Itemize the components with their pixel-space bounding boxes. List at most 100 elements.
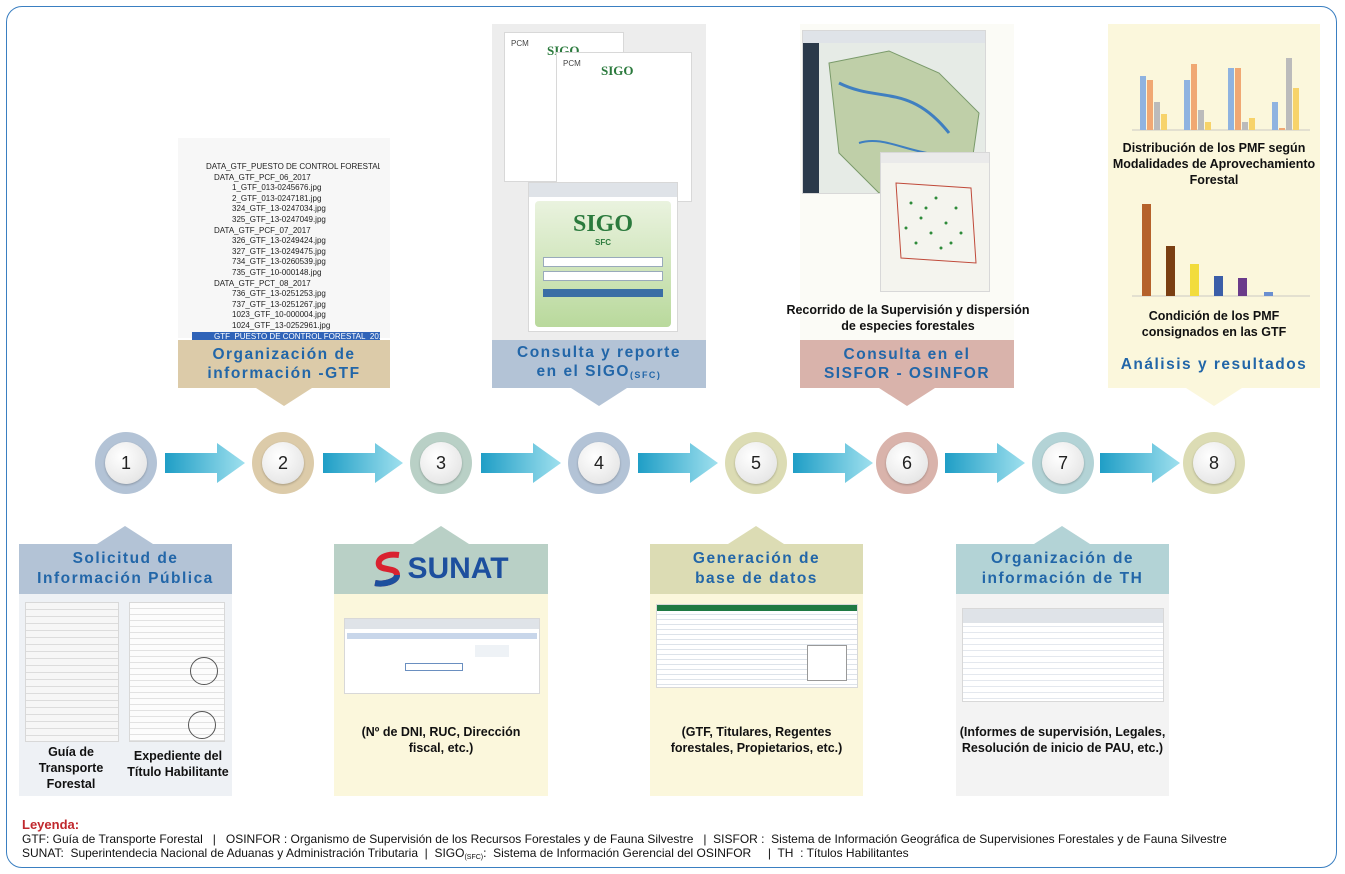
file-tree-item: 325_GTF_13-0247049.jpg — [232, 214, 326, 224]
browser-toolbar — [345, 619, 539, 629]
browser-toolbar — [529, 183, 677, 197]
flow-arrow-icon — [793, 443, 873, 483]
sigo-logo: SIGO — [572, 211, 634, 237]
file-tree-item: DATA_GTF_PUESTO DE CONTROL FORESTAL_2017 — [206, 162, 380, 171]
step-4-label-line-1: Consulta y reporte — [517, 344, 681, 361]
step-7-label: Organización de información de TH — [956, 544, 1169, 594]
step-7-panel: (Informes de supervisión, Legales, Resol… — [956, 594, 1169, 796]
chart-bar — [1214, 276, 1223, 296]
step-5-pointer — [728, 526, 784, 544]
expediente-document-scan — [129, 602, 225, 742]
official-stamp-icon — [188, 711, 216, 739]
sunat-query-window — [344, 618, 540, 694]
file-tree-item: DATA_GTF_PCF_06_2017 — [214, 172, 311, 182]
chart-bar — [1242, 122, 1248, 130]
step-6-number: 6 — [886, 442, 928, 484]
step-5-label-line-1: Generación de — [692, 550, 821, 567]
step-8-caption-2: Condición de los PMF consignados en las … — [1141, 309, 1287, 339]
map-river — [838, 81, 951, 134]
file-tree-item: 327_GTF_13-0249475.jpg — [232, 246, 326, 256]
chart-bar — [1228, 68, 1234, 130]
step-1-panel: Guía de Transporte Forestal Expediente d… — [19, 594, 232, 796]
chart-bar — [1190, 264, 1199, 296]
step-2-pointer — [256, 388, 312, 406]
pcm-logo: PCM — [511, 39, 529, 48]
step-8-label-line-1: Análisis y resultados — [1120, 355, 1308, 373]
th-file-explorer — [962, 608, 1164, 702]
step-6-pointer — [879, 388, 935, 406]
file-tree-item: 736_GTF_13-0251253.jpg — [232, 289, 326, 299]
step-1-pointer — [97, 526, 153, 544]
chart-bar — [1184, 80, 1190, 130]
step-2-panel: DATA_GTF_PUESTO DE CONTROL FORESTAL_2017… — [178, 138, 390, 343]
map-sidebar — [803, 43, 819, 193]
legend-title: Leyenda: — [22, 817, 80, 832]
chart-bar — [1147, 80, 1153, 130]
file-tree-item: 2_GTF_013-0247181.jpg — [232, 193, 322, 203]
step-4-label: Consulta y reporte en el SIGO(SFC) — [492, 340, 706, 388]
chart-bar — [1142, 204, 1151, 296]
step-3-number: 3 — [420, 442, 462, 484]
step-7-pointer — [1034, 526, 1090, 544]
step-4-circle: 4 — [568, 432, 630, 494]
step-1-caption-2: Expediente del Título Habilitante — [127, 749, 229, 779]
step-5-label: Generación de base de datos — [650, 544, 863, 594]
sigo-logo-sub: SFC — [595, 238, 611, 247]
step-3-pointer — [413, 526, 469, 544]
file-tree-item: 1_GTF_013-0245676.jpg — [232, 183, 322, 193]
chart-bar — [1166, 246, 1175, 296]
step-4-label-line-2: en el SIGO(SFC) — [536, 363, 662, 380]
chart-bar — [1198, 110, 1204, 130]
gtf-document-scan — [25, 602, 119, 742]
diagram-frame — [6, 6, 1337, 868]
chart-bar — [1205, 122, 1211, 130]
pmf-condicion-chart — [1132, 204, 1310, 297]
step-5-caption: (GTF, Titulares, Regentes forestales, Pr… — [670, 725, 843, 755]
legend-line-2: SUNAT: Superintendecia Nacional de Aduan… — [22, 846, 909, 861]
sunat-logo-text: SUNAT — [407, 552, 509, 585]
step-8-caption-1: Distribución de los PMF según Modalidade… — [1112, 141, 1316, 187]
chart-bar — [1235, 68, 1241, 130]
flow-arrow-icon — [1100, 443, 1180, 483]
sigo-login-window: SIGO SFC — [528, 182, 678, 332]
step-3-panel: SUNAT (Nº de DNI, RUC, Dirección fiscal,… — [334, 544, 548, 796]
step-8-circle: 8 — [1183, 432, 1245, 494]
login-button — [543, 289, 663, 297]
chart-bar — [1279, 128, 1285, 130]
chart-bar — [1154, 102, 1160, 130]
step-8-pointer — [1186, 388, 1242, 406]
flow-arrow-icon — [945, 443, 1025, 483]
legend: Leyenda: GTF: Guía de Transporte Foresta… — [22, 818, 1227, 865]
explorer-toolbar — [963, 609, 1163, 623]
chart-bar — [1161, 114, 1167, 130]
chart-bar — [1293, 88, 1299, 130]
step-1-label-line-2: Información Pública — [37, 570, 214, 587]
sigo-login-card: SIGO SFC — [535, 201, 671, 327]
step-6-label-line-2: SISFOR - OSINFOR — [823, 365, 991, 382]
step-6-label: Consulta en el SISFOR - OSINFOR — [800, 340, 1014, 388]
step-1-caption-1: Guía de Transporte Forestal — [38, 745, 104, 791]
step-4-pointer — [571, 388, 627, 406]
sunat-logo-band: SUNAT — [334, 544, 548, 594]
file-tree-item: DATA_GTF_PCT_08_2017 — [214, 278, 311, 288]
step-4-number: 4 — [578, 442, 620, 484]
step-5-panel: (GTF, Titulares, Regentes forestales, Pr… — [650, 594, 863, 796]
pmf-modalidades-chart — [1132, 58, 1310, 131]
chart-bar — [1249, 118, 1255, 130]
chart-bars — [1142, 204, 1273, 296]
sigo-logo-small: SIGO — [601, 63, 634, 78]
step-6-panel — [800, 24, 1014, 340]
login-input — [543, 271, 663, 281]
sunat-logo-icon — [374, 551, 401, 587]
legend-line-1: GTF: Guía de Transporte Forestal | OSINF… — [22, 832, 1227, 846]
step-3-caption: (Nº de DNI, RUC, Dirección fiscal, etc.) — [361, 725, 521, 755]
sigo-report-document: PCM SIGO — [556, 52, 692, 202]
spreadsheet-database — [656, 604, 858, 688]
pcm-logo: PCM — [563, 59, 581, 68]
step-6-caption: Recorrido de la Supervisión y dispersión… — [786, 303, 1030, 333]
step-1-circle: 1 — [95, 432, 157, 494]
step-7-label-line-1: Organización de — [990, 550, 1135, 567]
file-tree-item: 737_GTF_13-0251267.jpg — [232, 299, 326, 309]
chart-bars — [1140, 58, 1299, 130]
step-8-panel: Distribución de los PMF según Modalidade… — [1108, 24, 1320, 340]
